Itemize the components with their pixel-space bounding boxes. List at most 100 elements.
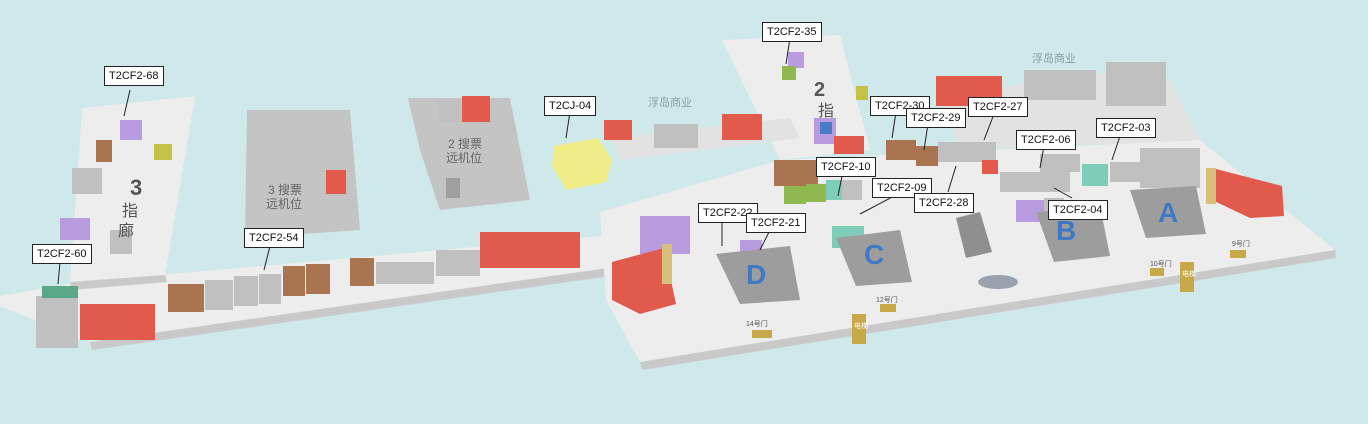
gate-number-9: 9号门: [1232, 239, 1250, 248]
gate-number-12: 12号门: [876, 295, 898, 304]
shop-block: [1106, 62, 1166, 106]
main-hall-edge: [640, 250, 1336, 370]
shop-block: [1110, 162, 1140, 182]
shop-block: [916, 146, 938, 166]
shop-block: [938, 142, 996, 162]
shop-block: [654, 124, 698, 148]
gate-letter-d: D: [746, 259, 766, 290]
store-label-t2cf2-27[interactable]: T2CF2-27: [968, 97, 1028, 117]
store-label-t2cf2-03[interactable]: T2CF2-03: [1096, 118, 1156, 138]
store-label-t2cf2-21[interactable]: T2CF2-21: [746, 213, 806, 233]
shop-block: [283, 266, 305, 296]
gate-c-platform: [836, 230, 912, 286]
shop-block: [604, 120, 632, 140]
remote-stand-2-floor: [408, 98, 530, 210]
remote-stand-3-sub: 远机位: [266, 196, 302, 211]
gate-number-14: 14号门: [746, 319, 768, 328]
shop-block: [120, 120, 142, 140]
floating-island-2-label: 浮岛商业: [1032, 51, 1076, 65]
shop-block: [72, 168, 102, 194]
escalator-icon: [1206, 168, 1216, 204]
remote-stand-3-floor: [245, 110, 360, 238]
store-label-t2cf2-35[interactable]: T2CF2-35: [762, 22, 822, 42]
center-ramp: [956, 212, 992, 258]
shop-block: [205, 280, 233, 310]
shop-block: [856, 86, 868, 100]
floating-island-1-label: 浮岛商业: [648, 95, 692, 109]
store-label-t2cf2-54[interactable]: T2CF2-54: [244, 228, 304, 248]
gate-d-platform: [716, 246, 800, 304]
shop-block: [1016, 200, 1044, 222]
store-label-t2cf2-28[interactable]: T2CF2-28: [914, 193, 974, 213]
shop-block: [306, 264, 330, 294]
elevator-label: 电梯: [1182, 269, 1196, 278]
pier-3-label: 3: [130, 175, 142, 200]
store-label-t2cj-04[interactable]: T2CJ-04: [544, 96, 597, 116]
gate-sign: [752, 330, 772, 338]
shop-block: [259, 274, 281, 304]
shop-block-red-left: [612, 248, 676, 314]
store-label-t2cf2-68[interactable]: T2CF2-68: [104, 66, 164, 86]
shop-block: [1000, 172, 1070, 192]
yellow-block: [552, 138, 612, 190]
shop-block: [80, 304, 155, 340]
shop-block: [834, 136, 864, 154]
shop-block: [168, 284, 204, 312]
shop-block: [774, 160, 818, 186]
store-label-t2cf2-60[interactable]: T2CF2-60: [32, 244, 92, 264]
shop-block: [350, 258, 374, 286]
shop-block: [782, 66, 796, 80]
shop-block: [788, 52, 804, 68]
floating-island-1-floor: [610, 118, 800, 160]
shop-block: [480, 232, 580, 268]
shop-block: [784, 186, 806, 204]
elevator-label: 电梯: [854, 321, 868, 330]
shop-block: [438, 100, 460, 122]
gate-letter-b: B: [1056, 215, 1076, 246]
elevator-icon: [852, 314, 866, 344]
pier-3-sub1: 指: [122, 202, 138, 220]
gate-number-10: 10号门: [1150, 259, 1172, 268]
elevator-icon: [1180, 262, 1194, 292]
shop-block: [436, 250, 480, 276]
shop-block: [42, 286, 78, 298]
store-label-t2cf2-22[interactable]: T2CF2-22: [698, 203, 758, 223]
shop-block: [234, 276, 258, 306]
gate-sign: [1150, 268, 1164, 276]
remote-stand-2-sub: 远机位: [446, 150, 482, 165]
shop-block: [820, 122, 832, 134]
pier-3-sub2: 廊: [118, 222, 134, 240]
pier-2-sub: 指: [818, 102, 834, 120]
center-info-disc: [978, 275, 1018, 289]
shop-block: [886, 140, 916, 160]
shop-block: [154, 144, 172, 160]
pier-2-label: 2: [814, 79, 825, 101]
store-label-t2cf2-10[interactable]: T2CF2-10: [816, 157, 876, 177]
gate-letter-c: C: [864, 239, 884, 270]
shop-block: [722, 114, 762, 140]
escalator-icon: [662, 244, 672, 284]
shop-block: [96, 140, 112, 162]
remote-stand-2-label: 2 搜票: [448, 136, 482, 151]
shop-block: [326, 170, 346, 194]
shop-block: [446, 178, 460, 198]
store-label-t2cf2-06[interactable]: T2CF2-06: [1016, 130, 1076, 150]
shop-block: [110, 230, 132, 254]
gate-b-platform: [1036, 206, 1110, 262]
shop-block: [462, 96, 490, 122]
shop-block: [806, 184, 826, 202]
remote-stand-3-label: 3 搜票: [268, 182, 302, 197]
store-label-t2cf2-04[interactable]: T2CF2-04: [1048, 200, 1108, 220]
store-label-t2cf2-29[interactable]: T2CF2-29: [906, 108, 966, 128]
shop-block: [842, 180, 862, 200]
shop-block: [60, 218, 90, 240]
main-corridor-edge: [90, 262, 652, 350]
shop-block: [1040, 154, 1080, 172]
pier-3-edge: [70, 275, 167, 290]
shop-block-red-right: [1212, 168, 1284, 218]
gate-a-platform: [1130, 186, 1206, 238]
shop-block: [36, 296, 78, 348]
shop-block: [1140, 148, 1200, 188]
shop-block: [376, 262, 434, 284]
